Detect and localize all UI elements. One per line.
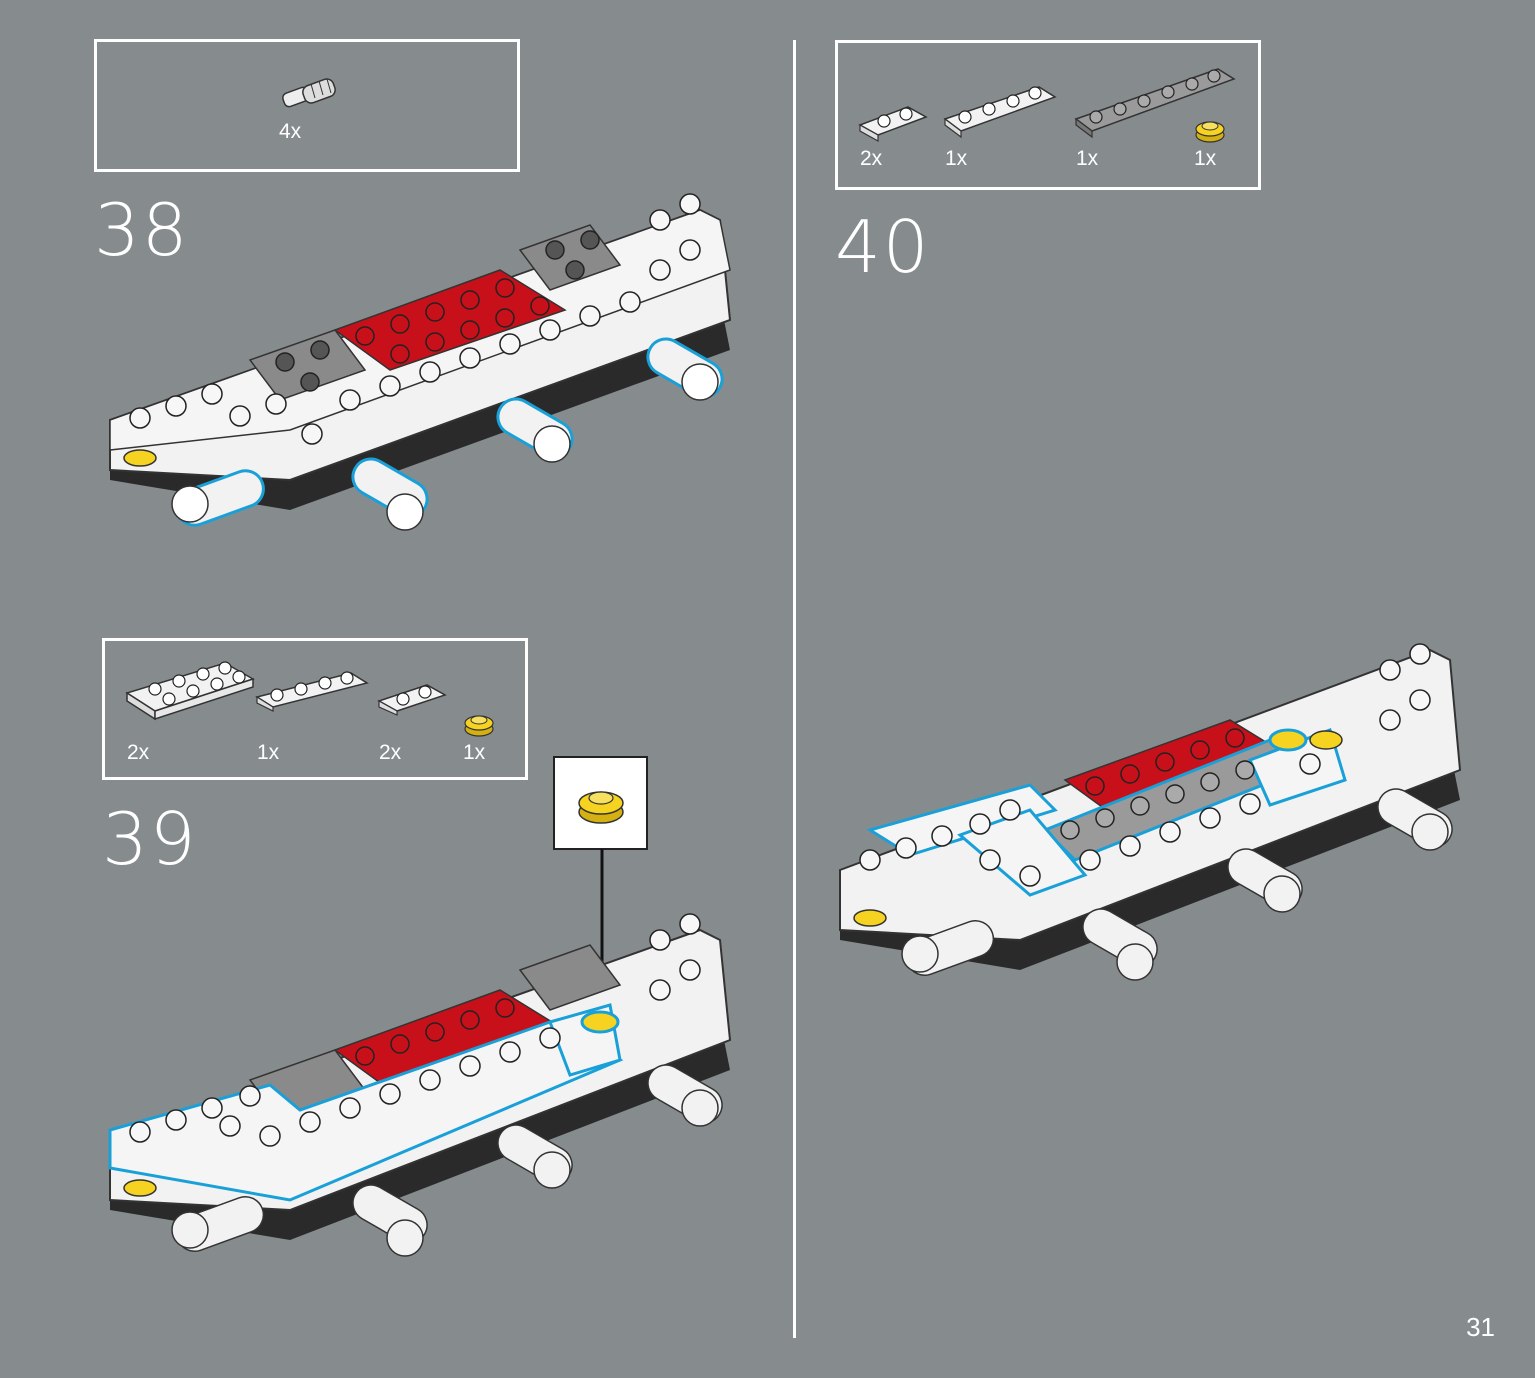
model-step-38 [109,193,732,531]
round-plate-1x1-yellow-icon [578,791,624,824]
part-qty: 1x [945,147,968,170]
part-qty: 1x [1194,147,1217,170]
model-step-40 [839,643,1462,981]
part-qty: 2x [127,741,150,764]
step-number-40: 40 [835,205,931,289]
plate-1x2-white-icon [858,106,928,143]
callout-box [553,756,648,850]
part-qty: 1x [1076,147,1099,170]
plate-1x4-white-icon [943,86,1057,139]
model-step-39 [108,913,732,1257]
round-plate-1x1-yellow-icon [1195,121,1225,143]
part-qty: 1x [463,741,486,764]
part-qty: 1x [257,741,280,764]
column-divider [793,40,796,1338]
plate-1x4-white-icon [255,671,369,712]
plate-2x4-white-icon [125,661,255,721]
parts-box-step-38: 4x [94,39,520,172]
plate-1x2-white-icon [377,684,447,716]
round-plate-1x1-yellow-icon [464,715,494,737]
light-blaster-part-icon [282,78,336,108]
step-number-39: 39 [102,797,198,881]
step-number-38: 38 [94,188,190,272]
plate-1x6-gray-icon [1074,68,1236,139]
parts-box-step-40: 2x 1x 1x 1x [835,40,1261,190]
part-qty: 4x [279,120,302,143]
part-qty: 2x [860,147,883,170]
page-number: 31 [1466,1312,1495,1342]
part-qty: 2x [379,741,402,764]
parts-box-step-39: 2x 1x 2x 1x [102,638,528,780]
